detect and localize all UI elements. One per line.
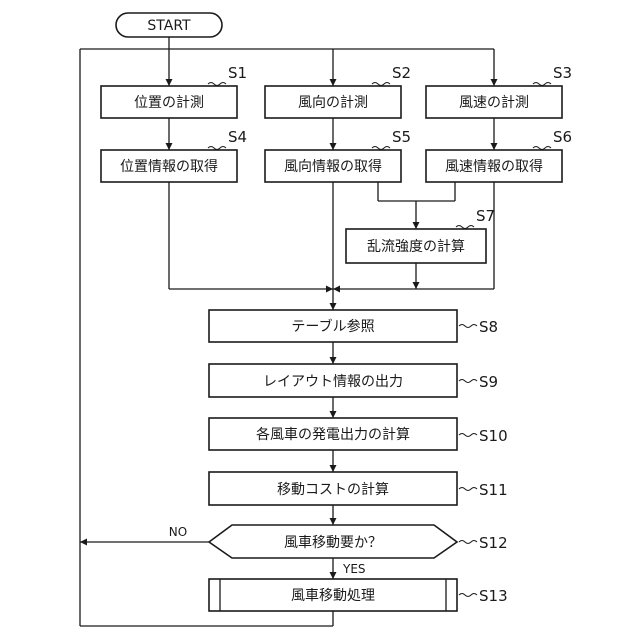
node-s11: 移動コストの計算 bbox=[209, 472, 457, 505]
node-s2-label: 風向の計測 bbox=[298, 95, 368, 111]
step-label-s6: S6 bbox=[553, 128, 572, 146]
step-label-s3: S3 bbox=[553, 64, 572, 82]
node-s9-label: レイアウト情報の出力 bbox=[263, 374, 403, 390]
node-s2: 風向の計測 bbox=[265, 86, 401, 118]
node-s7-label: 乱流強度の計算 bbox=[367, 239, 465, 255]
node-s10-label: 各風車の発電出力の計算 bbox=[256, 426, 410, 443]
step-label-s7: S7 bbox=[476, 207, 495, 225]
step-label-s8: S8 bbox=[479, 318, 498, 336]
node-s5: 風向情報の取得 bbox=[265, 150, 401, 182]
node-s7: 乱流強度の計算 bbox=[346, 229, 486, 263]
step-label-s2: S2 bbox=[392, 64, 411, 82]
step-label-s10: S10 bbox=[479, 427, 508, 445]
node-s4-label: 位置情報の取得 bbox=[120, 158, 218, 175]
node-s3-label: 風速の計測 bbox=[459, 95, 529, 111]
start-label: START bbox=[147, 18, 191, 34]
node-s8: テーブル参照 bbox=[209, 310, 457, 342]
step-label-s5: S5 bbox=[392, 128, 411, 146]
node-s11-label: 移動コストの計算 bbox=[277, 482, 389, 498]
node-s1-label: 位置の計測 bbox=[134, 95, 204, 111]
node-s12-decision: 風車移動要か？ bbox=[209, 525, 457, 558]
step-label-s11: S11 bbox=[479, 481, 508, 499]
step-label-s1: S1 bbox=[228, 64, 247, 82]
node-s10: 各風車の発電出力の計算 bbox=[209, 418, 457, 450]
node-s5-label: 風向情報の取得 bbox=[284, 158, 382, 175]
start-terminal: START bbox=[116, 13, 222, 37]
node-s13-subprocess: 風車移動処理 bbox=[209, 579, 457, 611]
node-s8-label: テーブル参照 bbox=[291, 318, 374, 335]
node-s4: 位置情報の取得 bbox=[101, 150, 237, 182]
branch-yes-label: YES bbox=[342, 562, 366, 576]
step-label-s9: S9 bbox=[479, 373, 498, 391]
branch-no-label: NO bbox=[169, 525, 187, 539]
step-label-s13: S13 bbox=[479, 587, 508, 605]
node-s12-label: 風車移動要か？ bbox=[284, 534, 382, 551]
node-s1: 位置の計測 bbox=[101, 86, 237, 118]
node-s6-label: 風速情報の取得 bbox=[445, 158, 543, 175]
node-s9: レイアウト情報の出力 bbox=[209, 364, 457, 397]
node-s13-label: 風車移動処理 bbox=[291, 587, 375, 604]
step-label-s4: S4 bbox=[228, 128, 247, 146]
node-s6: 風速情報の取得 bbox=[426, 150, 562, 182]
node-s3: 風速の計測 bbox=[426, 86, 562, 118]
step-label-s12: S12 bbox=[479, 534, 508, 552]
